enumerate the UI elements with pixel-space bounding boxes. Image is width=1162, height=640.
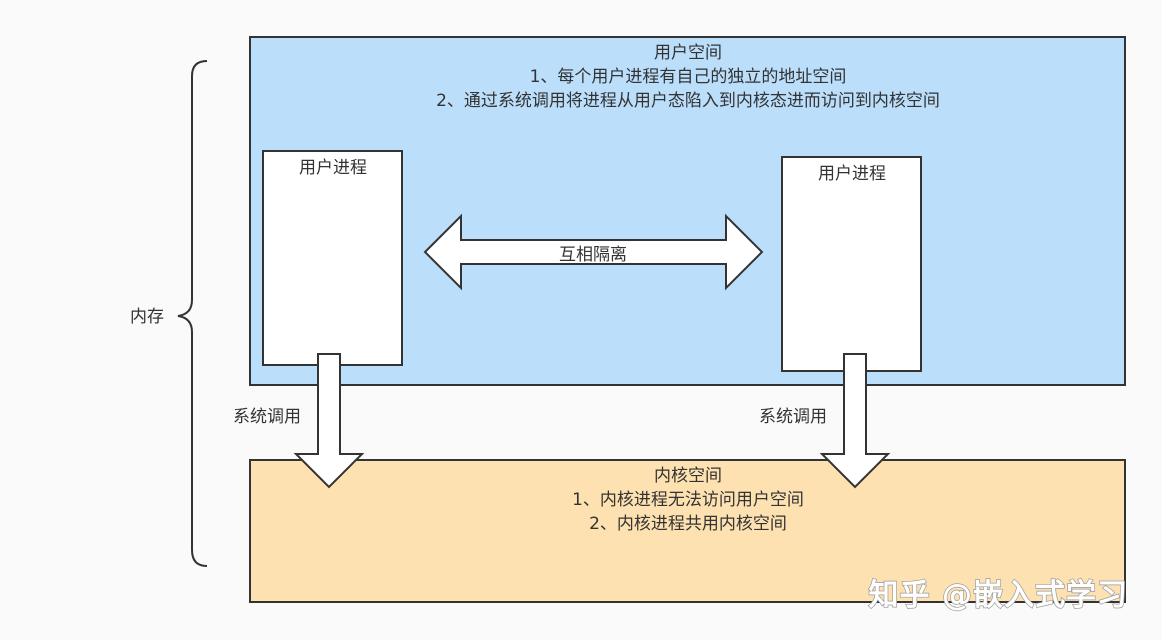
- user-space-line-1: 1、每个用户进程有自己的独立的地址空间: [530, 67, 847, 87]
- isolation-label: 互相隔离: [559, 245, 627, 265]
- watermark-text: 知乎 @嵌入式学习: [869, 578, 1128, 613]
- kernel-space-region: [249, 459, 1126, 603]
- syscall-left-label: 系统调用: [233, 407, 301, 427]
- syscall-arrow-left: [293, 353, 365, 489]
- isolation-double-arrow: [423, 213, 764, 291]
- syscall-right-label: 系统调用: [759, 407, 827, 427]
- user-process-right-label: 用户进程: [818, 164, 886, 184]
- user-process-left: [262, 150, 403, 366]
- kernel-space-line-2: 2、内核进程共用内核空间: [589, 514, 787, 534]
- kernel-space-line-1: 1、内核进程无法访问用户空间: [572, 490, 804, 510]
- user-space-title: 用户空间: [654, 43, 722, 63]
- kernel-space-title: 内核空间: [654, 466, 722, 486]
- user-process-left-label: 用户进程: [299, 158, 367, 178]
- memory-label: 内存: [130, 307, 164, 327]
- user-space-line-2: 2、通过系统调用将进程从用户态陷入到内核态进而访问到内核空间: [436, 91, 940, 111]
- user-process-right: [781, 156, 922, 372]
- memory-brace: [177, 60, 208, 567]
- syscall-arrow-right: [819, 353, 891, 489]
